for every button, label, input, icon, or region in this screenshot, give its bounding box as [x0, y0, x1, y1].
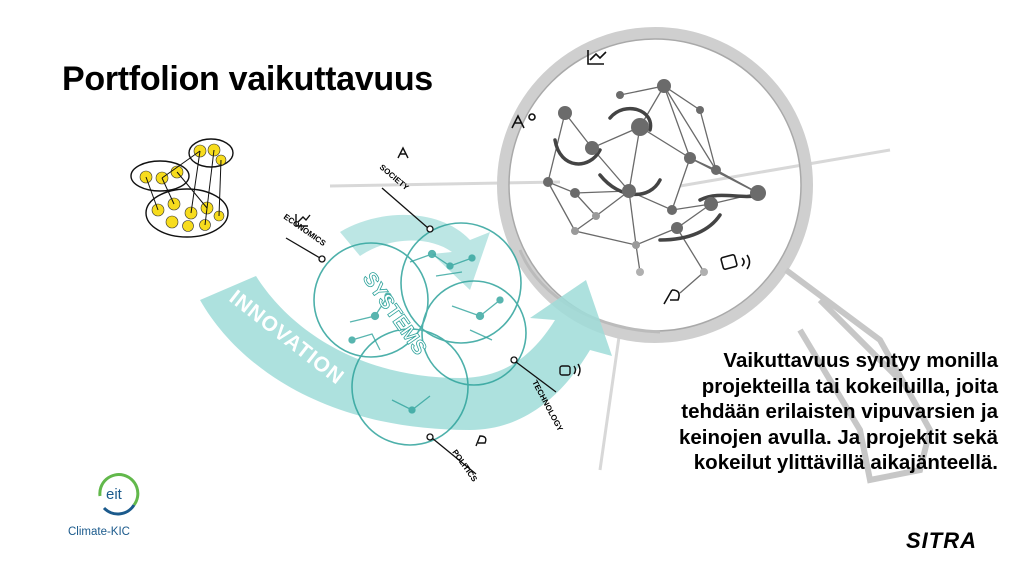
- graph-trend-icon: [587, 50, 607, 65]
- society-people-icon: [397, 146, 409, 159]
- network-arrows: [553, 106, 762, 242]
- people-icon: [511, 113, 536, 129]
- portfolio-cluster-icon: [130, 138, 234, 238]
- device-signal-icon: [720, 254, 751, 270]
- lever-circles: [313, 222, 527, 446]
- technology-device-icon: [559, 365, 571, 376]
- magnifier-handle: [784, 267, 934, 484]
- economics-label: ECONOMICS: [282, 212, 328, 248]
- sitra-logo: SITRA: [906, 528, 977, 553]
- eit-logo: eit: [98, 473, 140, 516]
- politics-label: POLITICS: [450, 448, 479, 484]
- eit-caption: Climate-KIC: [68, 526, 130, 538]
- body-text: Vaikuttavuus syntyy monilla projekteilla…: [678, 349, 998, 475]
- economics-graph-icon: [295, 214, 311, 227]
- teal-network: [348, 249, 504, 414]
- politics-p-icon: [663, 289, 680, 305]
- politics-icon: [475, 435, 487, 447]
- slide-title: Portfolion vaikuttavuus: [62, 60, 433, 98]
- magnifier-circle: [497, 27, 813, 343]
- eit-mark: eit: [106, 486, 123, 503]
- network-nodes: [543, 79, 766, 276]
